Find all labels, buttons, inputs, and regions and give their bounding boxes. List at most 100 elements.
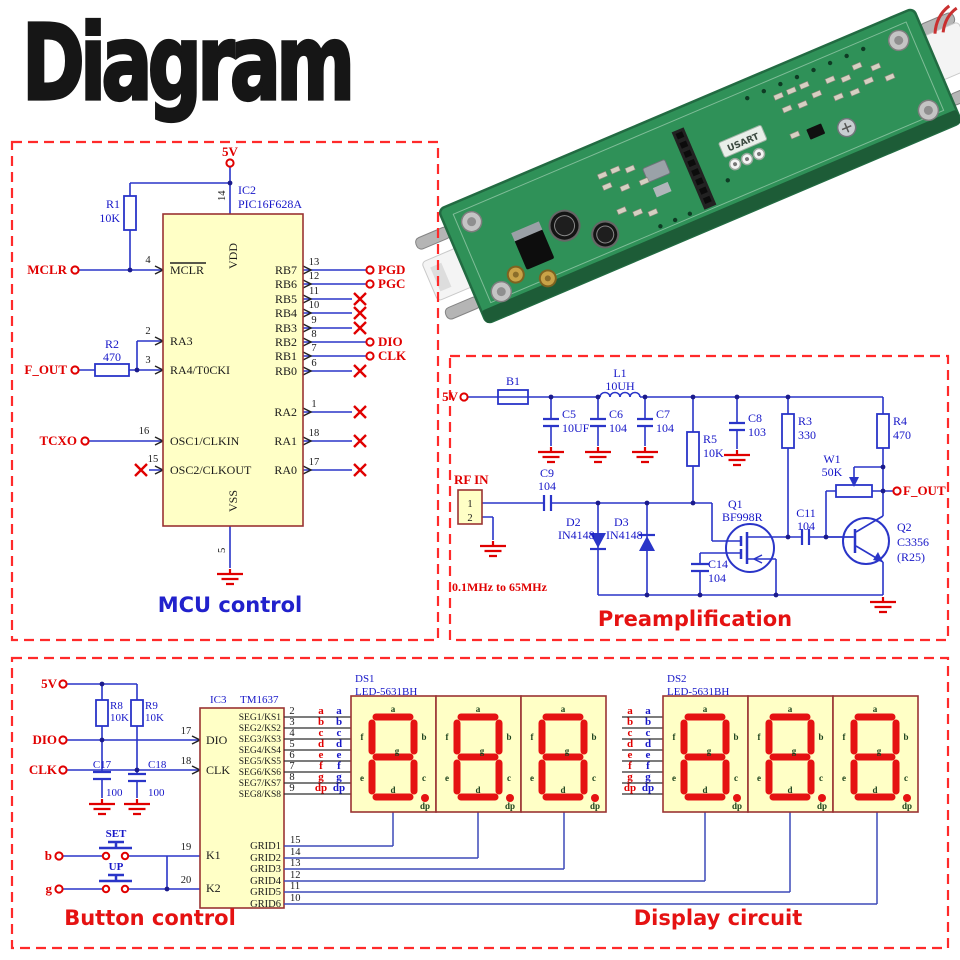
bus2-letter-blue: dp (642, 782, 654, 794)
l1-ref: L1 (613, 366, 626, 380)
up-button (99, 873, 132, 894)
bus1-letter-blue: g (336, 771, 342, 783)
lp-name: OSC1/CLKIN (170, 434, 240, 448)
d2-part: IN4148 (558, 528, 595, 542)
rp-num: 13 (309, 257, 320, 268)
voltage-regulator (514, 229, 554, 270)
regulator-tab (511, 221, 543, 242)
net-mclr: MCLR (27, 262, 67, 277)
w1-ref: W1 (823, 452, 840, 466)
r3-ref: R3 (798, 414, 812, 428)
c11-ref: C11 (796, 506, 816, 520)
seg-pin: SEG7/KS7 (239, 779, 281, 789)
c6-ref: C6 (609, 407, 623, 421)
ic3-k2: K2 (206, 881, 221, 895)
c5-val: 10UF (562, 421, 590, 435)
rp-name: RA1 (274, 434, 297, 448)
rp-num: 11 (309, 286, 319, 297)
seg-num: 6 (289, 750, 294, 761)
bus2-letter-blue: b (645, 716, 651, 728)
grid-pin: GRID5 (250, 887, 281, 898)
display-panel: 5V R8 10K R9 10K DIO CLK C17 100 C18 100… (10, 656, 950, 950)
preamp-panel-border (448, 354, 950, 642)
c14-ref: C14 (708, 557, 728, 571)
smd-transistor (806, 123, 825, 140)
net-dio: DIO (32, 732, 57, 747)
display-caption: Display circuit (634, 906, 803, 930)
seg-pin: SEG5/KS5 (239, 757, 281, 767)
mcu-caption: MCU control (158, 593, 303, 617)
c8-ref: C8 (748, 411, 762, 425)
c14-val: 104 (708, 571, 726, 585)
silkscreen-pads (728, 147, 766, 171)
resistor-r1 (123, 195, 137, 231)
grid-num: 10 (290, 893, 301, 904)
ic3-part: TM1637 (240, 694, 279, 706)
ic3-k1: K1 (206, 848, 221, 862)
rp-num: 12 (309, 271, 320, 282)
rp-name: RB6 (275, 277, 297, 291)
grid-num: 12 (290, 870, 301, 881)
bus1-letter-blue: a (336, 705, 342, 717)
r4-val: 470 (893, 428, 911, 442)
pcb-edge-shadow (482, 110, 960, 323)
pin-header (675, 131, 712, 204)
grid-num: 13 (290, 858, 301, 869)
through-holes (658, 46, 866, 229)
bus2-letter-red: f (628, 760, 632, 772)
bus1-letter-red: d (318, 738, 324, 750)
bus1-letter-red: g (318, 771, 324, 783)
grid-pin: GRID3 (250, 864, 281, 875)
rp-name: RB2 (275, 335, 297, 349)
up-label: UP (109, 861, 124, 873)
lp-name: RA3 (170, 334, 193, 348)
d3-ref: D3 (614, 515, 629, 529)
pin-vss: VSS (226, 490, 240, 512)
net-fout: F_OUT (903, 483, 946, 498)
q2-part2: (R25) (897, 550, 925, 564)
net-b: b (45, 848, 52, 863)
lp-num: 4 (145, 255, 151, 266)
pin-vdd: VDD (226, 243, 240, 269)
capacitor-plates (542, 417, 811, 573)
c5-ref: C5 (562, 407, 576, 421)
b1-ref: B1 (506, 374, 520, 388)
grid-pin: GRID2 (250, 853, 281, 864)
grid-pin: GRID1 (250, 841, 281, 852)
seg-num: 7 (289, 761, 294, 772)
rp-name: RB4 (275, 306, 297, 320)
trimmer-slot (841, 122, 852, 133)
grid-wires (284, 812, 878, 905)
c7-ref: C7 (656, 407, 670, 421)
rp-num: 8 (311, 329, 316, 340)
seg-num: 3 (289, 717, 294, 728)
mcu-panel: 5V IC2 PIC16F628A VDD 14 VSS 5 R1 10K R2… (10, 140, 440, 642)
r3-val: 330 (798, 428, 816, 442)
rf-in-connector (457, 489, 483, 525)
resistor-r9 (130, 699, 144, 727)
rp-name: RB7 (275, 263, 297, 277)
r1-ref: R1 (106, 197, 120, 211)
pin-num: 20 (181, 875, 192, 886)
smd-crystal (652, 181, 672, 198)
preamp-panel: 5V B1 L1 10UH C5 10UF C6 104 C7 104 C8 1… (442, 354, 950, 642)
silkscreen-outline (452, 21, 945, 304)
rp-num: 17 (309, 457, 320, 468)
silkscreen-label-box (718, 125, 767, 158)
q2-ref: Q2 (897, 520, 912, 534)
bus2-letter-red: e (628, 749, 633, 761)
r8-ref: R8 (110, 700, 123, 712)
seg-pin: SEG6/KS6 (239, 768, 281, 778)
seg-num: 4 (289, 728, 295, 739)
c18-ref: C18 (148, 759, 167, 771)
rfin-pin2: 2 (467, 513, 472, 524)
r1-val: 10K (99, 211, 120, 225)
ds1-part: LED-5631BH (355, 686, 417, 698)
l1-val: 10UH (605, 379, 635, 393)
seg-pin: SEG1/KS1 (239, 713, 281, 723)
net-5v: 5V (442, 389, 459, 404)
bus1-letter-blue: c (337, 727, 342, 739)
resistor-r5 (686, 431, 700, 467)
